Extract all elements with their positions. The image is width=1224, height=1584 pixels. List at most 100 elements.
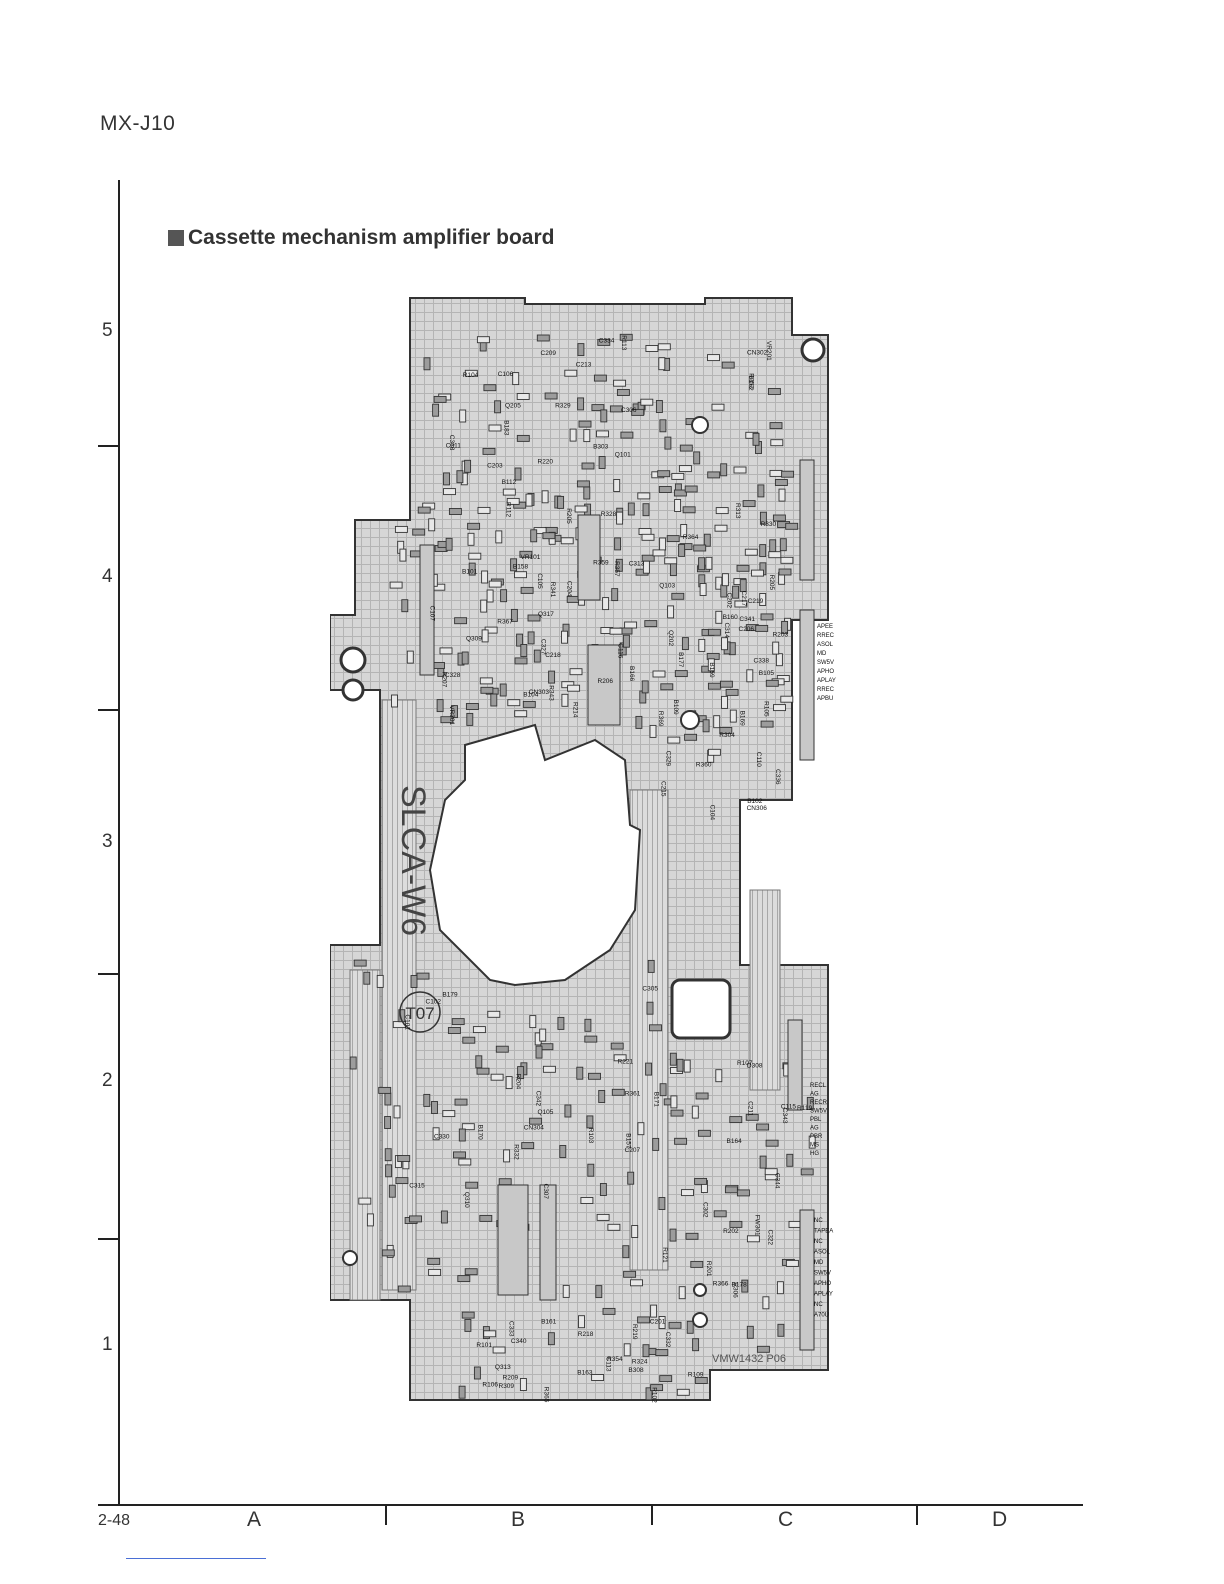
column-divider	[916, 1505, 918, 1525]
component-pad	[492, 1346, 506, 1354]
component-pad	[707, 682, 721, 690]
component-label: B179	[442, 992, 458, 999]
component-pad	[669, 563, 677, 577]
component-label: C202	[726, 593, 733, 609]
component-pad	[652, 670, 666, 678]
component-pad	[581, 462, 595, 470]
component-pad	[685, 1232, 699, 1240]
component-pad	[533, 649, 541, 663]
component-label: C322	[767, 1230, 774, 1246]
component-pad	[755, 624, 769, 632]
component-pad	[607, 1223, 621, 1231]
component-pad	[510, 558, 518, 572]
component-pad	[488, 580, 502, 588]
component-label: C318	[448, 435, 455, 451]
component-pad	[389, 581, 403, 589]
component-pad	[503, 1149, 511, 1163]
component-pad	[576, 480, 590, 488]
component-pad	[658, 1197, 666, 1210]
component-label: C314	[723, 623, 730, 639]
component-pad	[765, 1139, 779, 1147]
component-label: C332	[664, 1332, 671, 1348]
component-label: C209	[541, 350, 557, 357]
component-pad	[458, 1385, 466, 1399]
component-pad	[488, 424, 502, 432]
component-pad	[560, 537, 574, 545]
connector-pin-label: ASOL	[817, 642, 834, 648]
component-label: R220	[538, 459, 554, 466]
component-pad	[440, 1210, 448, 1224]
mounting-hole	[341, 678, 365, 702]
component-pad	[681, 1189, 694, 1197]
component-pad	[638, 528, 652, 535]
component-label: R366	[713, 1281, 729, 1288]
component-pad	[698, 557, 706, 571]
component-pad	[457, 1275, 471, 1283]
component-pad	[468, 552, 482, 560]
component-pad	[786, 1153, 794, 1167]
component-pad	[732, 585, 740, 599]
component-pad	[642, 560, 650, 574]
component-pad	[465, 703, 479, 710]
component-pad	[384, 1092, 392, 1106]
component-pad	[759, 1155, 767, 1169]
component-pad	[591, 404, 605, 412]
component-pad	[622, 1245, 630, 1259]
component-pad	[746, 669, 754, 683]
component-pad	[631, 1225, 639, 1238]
component-pad	[684, 485, 698, 493]
component-pad	[702, 719, 710, 733]
component-pad	[436, 699, 444, 713]
component-labels: VR201VR101VR301C202C102R202R102C306Q309B…	[404, 335, 813, 1403]
component-pad	[423, 1093, 431, 1107]
component-pad	[635, 715, 643, 729]
component-pad	[561, 630, 568, 644]
component-label: B170	[477, 1125, 484, 1141]
component-pad	[522, 700, 536, 708]
component-pad	[785, 522, 799, 530]
component-pad	[666, 535, 680, 543]
component-pad	[564, 369, 578, 377]
component-pad	[642, 1344, 650, 1358]
component-label: CN303	[529, 689, 550, 696]
connector-pin-label: AG	[810, 1092, 819, 1098]
connector-pin-label: SW5V	[810, 1109, 827, 1115]
row-divider	[98, 973, 120, 975]
row-divider	[98, 709, 120, 711]
connector-pin-label: MD	[817, 651, 827, 657]
component-label: R365	[542, 1387, 549, 1403]
component-pad	[674, 670, 688, 678]
component-label: R103	[587, 1128, 594, 1144]
grid-vertical-axis	[118, 180, 120, 1505]
component-pad	[780, 556, 794, 564]
component-label: D308	[747, 1063, 763, 1070]
component-pad	[694, 1377, 708, 1384]
component-pad	[465, 1181, 479, 1189]
component-pad	[428, 1268, 442, 1276]
component-pad	[611, 1088, 625, 1096]
component-pad	[472, 1026, 486, 1034]
component-pad	[692, 1338, 700, 1352]
mounting-hole	[800, 337, 826, 363]
component-label: R106	[482, 1381, 498, 1388]
component-pad	[619, 333, 633, 341]
component-pad	[464, 1318, 472, 1332]
component-label: R204	[515, 1074, 522, 1090]
component-pad	[464, 1268, 478, 1276]
component-label: R121	[661, 1247, 668, 1263]
component-pad	[759, 544, 767, 558]
component-pad	[769, 469, 783, 477]
component-pad	[616, 389, 630, 396]
component-pad	[567, 684, 581, 692]
component-label: B163	[577, 1369, 593, 1376]
component-pad	[658, 486, 672, 493]
component-pad	[615, 558, 623, 572]
component-label: R207	[440, 672, 447, 688]
component-label: CN306	[747, 805, 768, 812]
component-pad	[707, 354, 720, 362]
component-pad	[520, 644, 528, 657]
component-pad	[694, 1177, 708, 1185]
component-pad	[752, 432, 760, 446]
component-pad	[781, 620, 789, 634]
component-label: C219	[748, 598, 764, 605]
